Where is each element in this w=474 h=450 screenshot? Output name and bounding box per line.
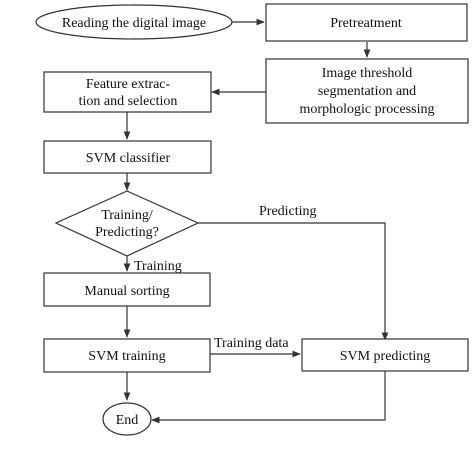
node-label-line-1: Training/ (101, 208, 153, 223)
node-label: End (116, 413, 139, 428)
node-label: SVM predicting (340, 349, 431, 364)
node-svm-predicting: SVM predicting (301, 338, 469, 372)
edge-svm-predicting-to-end (151, 370, 386, 424)
node-label: Manual sorting (84, 284, 169, 299)
node-label: SVM classifier (86, 151, 171, 166)
node-pretreatment: Pretreatment (265, 3, 468, 42)
node-label: SVM training (88, 349, 165, 364)
node-label-line-3: morphologic processing (300, 102, 435, 117)
node-reading-digital-image: Reading the digital image (35, 4, 233, 40)
node-label-line-2: tion and selection (79, 94, 178, 109)
edge-decision-to-svm-predicting (198, 222, 389, 341)
node-decision-training-predicting: Training/ Predicting? (54, 190, 200, 257)
node-manual-sorting: Manual sorting (43, 272, 211, 307)
node-label: Pretreatment (330, 16, 402, 31)
node-label-line-2: Predicting? (95, 225, 159, 240)
node-label-line-2: segmentation and (318, 84, 416, 99)
node-label: Reading the digital image (62, 16, 206, 31)
edge-label-training-data: Training data (214, 336, 289, 351)
node-svm-classifier: SVM classifier (43, 140, 212, 174)
edge-label-training: Training (134, 259, 182, 274)
node-label-line-1: Feature extrac- (86, 77, 171, 92)
node-image-threshold: Image threshold segmentation and morphol… (265, 58, 469, 124)
node-end: End (102, 402, 152, 436)
node-svm-training: SVM training (43, 338, 211, 373)
edge-label-predicting: Predicting (259, 204, 317, 219)
node-feature-extraction: Feature extrac- tion and selection (43, 71, 212, 113)
node-label-line-1: Image threshold (322, 66, 413, 81)
